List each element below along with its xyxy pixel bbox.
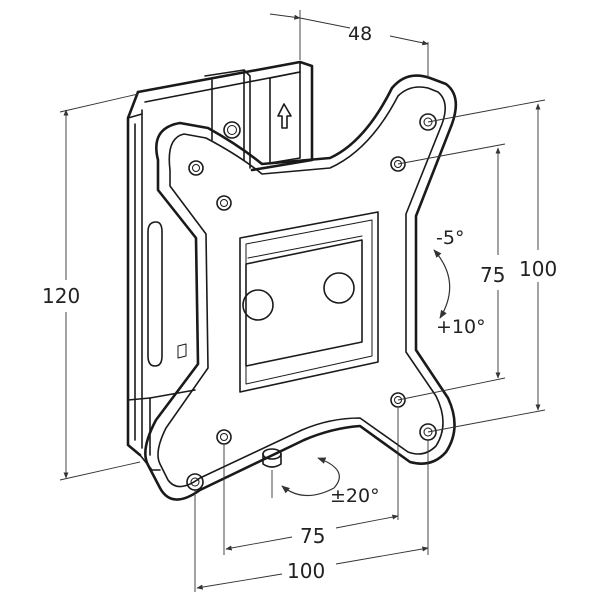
depth-label: 48 [348,23,372,45]
vesa-horizontal-small-label: 75 [300,524,325,548]
height-label: 120 [42,284,80,308]
vesa-plate [144,74,458,501]
vesa-vertical-small-label: 75 [480,263,505,287]
dimension-height: 120 [42,93,141,481]
tilt-indicator: -5° +10° [433,227,486,338]
swivel-range-label: ±20° [330,485,380,507]
wall-bracket [126,60,314,471]
dimension-vesa-horizontal: 75 100 [194,408,429,592]
dimension-depth: 48 [269,10,429,78]
vesa-vertical-large-label: 100 [519,257,557,281]
vesa-horizontal-large-label: 100 [287,559,325,583]
up-arrow-icon [277,103,292,129]
dimension-vesa-vertical: 75 100 [397,99,557,433]
swivel-knob [262,448,282,468]
tilt-down-label: +10° [436,316,486,338]
tilt-up-label: -5° [436,227,464,249]
swivel-indicator: ±20° [271,457,380,507]
